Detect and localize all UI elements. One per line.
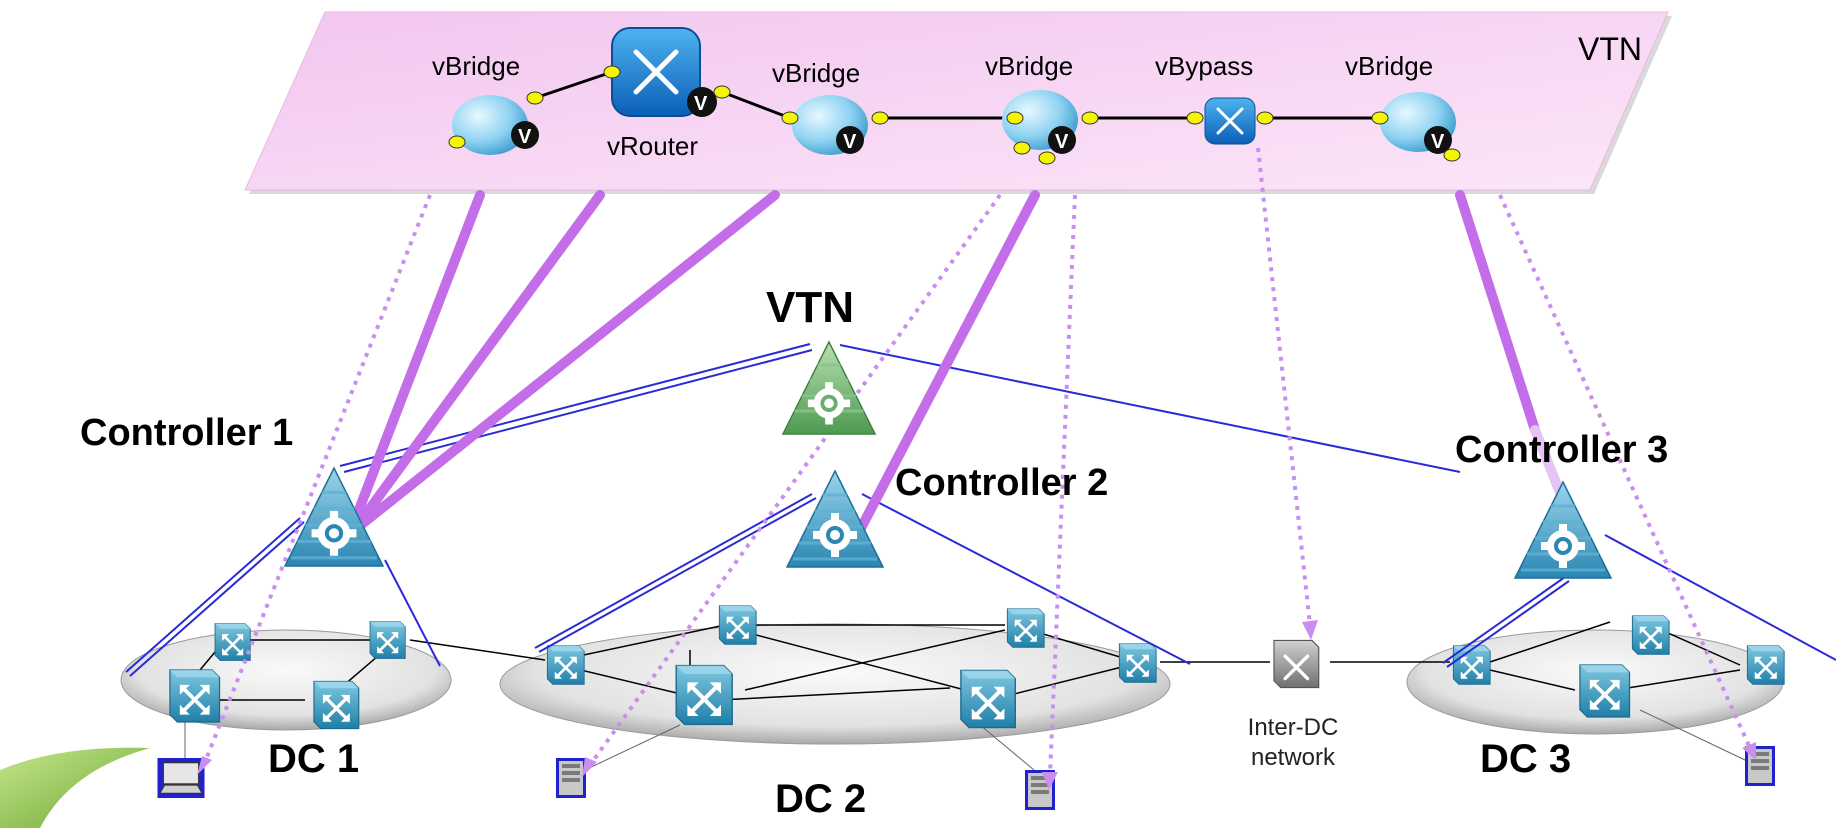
dc1-label: DC 1 (268, 737, 359, 781)
vbridge-4-label: vBridge (1345, 51, 1433, 81)
controller-2[interactable]: Controller 2 (785, 462, 1108, 569)
vbridge-1-label: vBridge (432, 51, 520, 81)
openflow-switch-icon (676, 666, 732, 725)
controller-1[interactable]: Controller 1 (80, 412, 385, 568)
vbridge-3-node[interactable]: vBridge V (985, 51, 1099, 165)
openflow-switch-icon (1630, 614, 1671, 656)
server-icon (556, 758, 586, 798)
vbypass-label: vBypass (1155, 51, 1253, 81)
vtn-mapping-lines (350, 190, 1540, 535)
openflow-switch-icon (1117, 642, 1158, 684)
controller-2-label: Controller 2 (895, 462, 1108, 504)
virtual-badge-icon (687, 87, 717, 117)
gray-switch-icon (1272, 638, 1321, 690)
openflow-switch-icon (312, 679, 361, 731)
openflow-switch-icon (1745, 644, 1786, 686)
virtual-badge-letter: V (518, 126, 532, 148)
host-links (184, 709, 1746, 776)
openflow-switch-icon (1005, 607, 1046, 649)
vbridge-2-label: vBridge (772, 58, 860, 88)
dc3-label: DC 3 (1480, 737, 1571, 781)
openflow-switch-icon (717, 604, 758, 646)
vtn-virtual-plane: VTN vBridge V V vRo (244, 11, 1672, 194)
virtual-badge-letter: V (1055, 131, 1069, 153)
laptop-icon (157, 758, 205, 798)
physical-links (189, 621, 1741, 701)
vbridge-3-label: vBridge (985, 51, 1073, 81)
vtn-manager[interactable]: VTN (766, 283, 877, 436)
virtual-badge-icon (1048, 126, 1076, 154)
vtn-plane-title: VTN (1578, 31, 1642, 67)
virtual-badge-icon (836, 126, 864, 154)
virtual-badge-icon (511, 121, 539, 149)
virtual-badge-letter: V (694, 93, 708, 115)
inter-dc-label-line1: Inter-DC (1248, 714, 1339, 741)
openflow-switch-icon (213, 622, 252, 662)
controller-3-label: Controller 3 (1455, 429, 1668, 471)
vtn-manager-label: VTN (766, 283, 854, 332)
virtual-badge-icon (1424, 126, 1452, 154)
dc2-label: DC 2 (775, 777, 866, 821)
openflow-switch-icon (1578, 663, 1632, 719)
vrouter-label: vRouter (607, 131, 698, 161)
virtual-badge-letter: V (843, 131, 857, 153)
controller-1-label: Controller 1 (80, 412, 293, 454)
vbridge-4-node[interactable]: vBridge V (1345, 51, 1461, 162)
host-mapping-lines (203, 147, 1752, 776)
virtual-badge-letter: V (1431, 131, 1445, 153)
openflow-switch-icon (545, 644, 586, 686)
vtn-manager-pyramid-icon (781, 340, 877, 436)
openflow-switch-icon (961, 670, 1015, 727)
controller-pyramid-icon (1513, 480, 1613, 580)
vbridge-2-node[interactable]: vBridge V (772, 58, 889, 155)
vbridge-icon (452, 95, 528, 155)
vbypass-node[interactable]: vBypass (1155, 51, 1274, 145)
host-mapping-arrowheads (197, 620, 1756, 790)
controller-3[interactable]: Controller 3 (1455, 429, 1668, 580)
vrouter-node[interactable]: V vRouter (603, 27, 731, 161)
openflow-switch-icon (168, 668, 222, 724)
openflow-switch-icon (368, 620, 407, 660)
decorative-leaf (0, 747, 150, 828)
vbridge-1-node[interactable]: vBridge V (432, 51, 544, 155)
inter-dc-label-line2: network (1251, 744, 1336, 771)
